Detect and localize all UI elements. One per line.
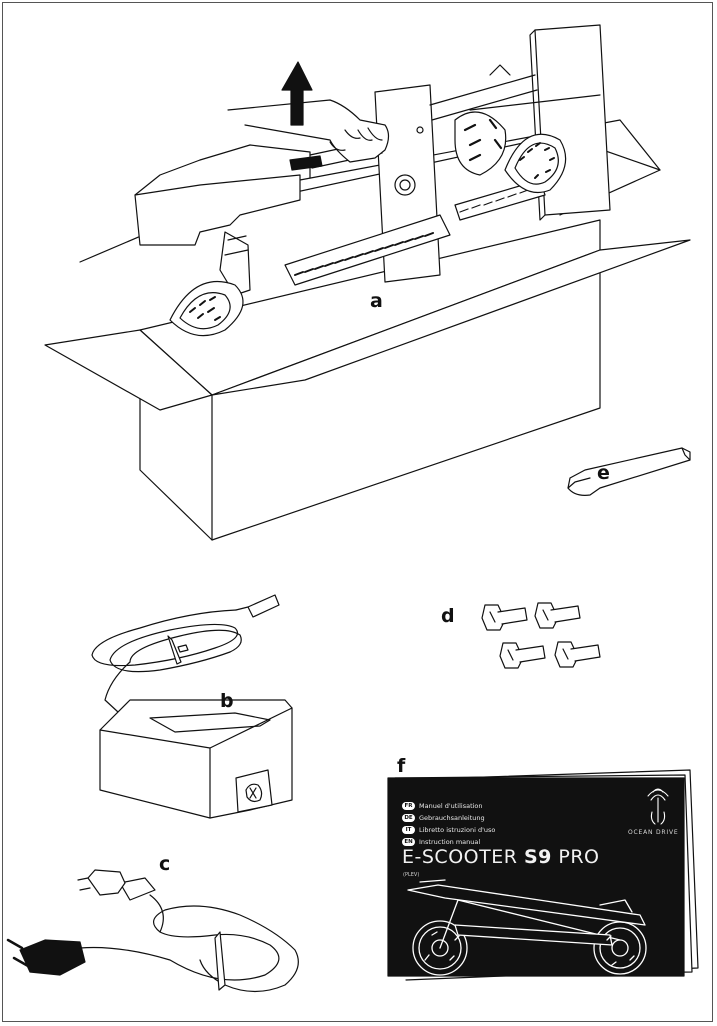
- language-text: Instruction manual: [419, 837, 481, 846]
- language-badge: DE: [402, 813, 415, 822]
- brand-logo-text: OCEAN DRIVE: [628, 829, 679, 836]
- manual-language-en: EN Instruction manual: [402, 836, 602, 847]
- language-badge: FR: [402, 801, 415, 810]
- manual-language-it: IT Libretto istruzioni d'uso: [402, 824, 602, 835]
- scooter-box-illustration: [44, 24, 691, 541]
- screws-illustration: [481, 602, 601, 669]
- charger-illustration: [91, 594, 293, 819]
- manual-language-fr: FR Manuel d'utilisation: [402, 800, 602, 811]
- language-text: Libretto istruzioni d'uso: [419, 825, 496, 834]
- manual-subtitle: (PLEV): [403, 872, 420, 878]
- language-badge: IT: [402, 825, 415, 834]
- part-label-a: a: [370, 290, 383, 312]
- manual-title-suffix: PRO: [551, 846, 600, 868]
- manual-language-list: FR Manuel d'utilisation DE Gebrauchsanle…: [402, 800, 602, 848]
- language-text: Gebrauchsanleitung: [419, 813, 485, 822]
- manual-title-prefix: E-SCOOTER: [402, 846, 524, 868]
- power-cable-illustration: [6, 869, 299, 993]
- part-label-b: b: [220, 690, 234, 712]
- part-label-d: d: [441, 605, 455, 627]
- language-badge: EN: [402, 837, 415, 846]
- part-label-e: e: [597, 462, 610, 484]
- manual-title-model: S9: [523, 846, 552, 868]
- manual-title: E-SCOOTER S9 PRO: [402, 846, 600, 868]
- part-label-c: c: [159, 853, 171, 875]
- allen-key-illustration: [567, 447, 691, 496]
- language-text: Manuel d'utilisation: [419, 801, 483, 810]
- part-label-f: f: [397, 755, 406, 777]
- manual-language-de: DE Gebrauchsanleitung: [402, 812, 602, 823]
- manual-booklet-illustration: [387, 769, 699, 981]
